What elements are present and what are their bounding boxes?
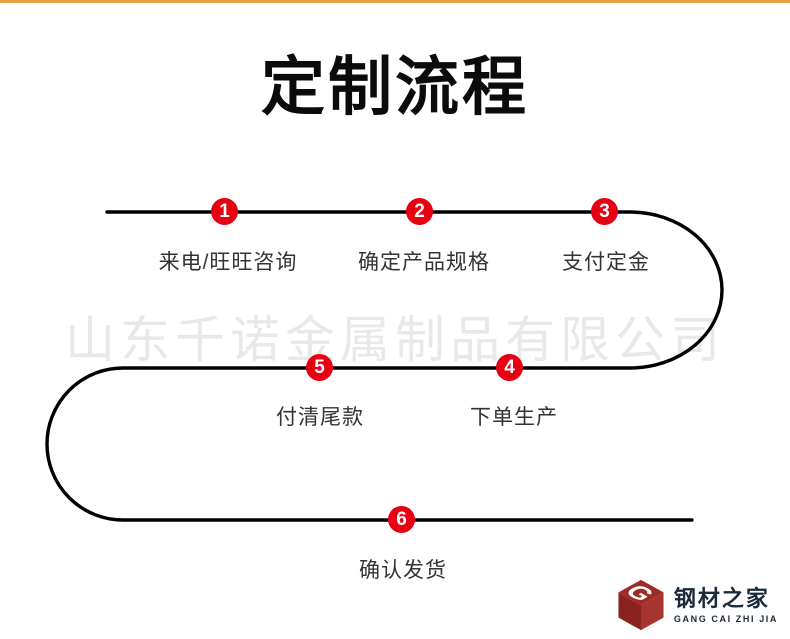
step-circle-5: 5 <box>306 354 333 381</box>
step-label-6: 确认发货 <box>359 559 447 582</box>
company-watermark: 山东千诺金属制品有限公司 <box>65 312 725 368</box>
logo-name-en: GANG CAI ZHI JIA <box>673 613 778 624</box>
step-label-5: 付清尾款 <box>276 406 364 429</box>
step-label-2: 确定产品规格 <box>358 251 490 274</box>
page-title: 定制流程 <box>261 51 529 123</box>
logo-name-cn: 钢材之家 <box>673 586 770 612</box>
step-label-1: 来电/旺旺咨询 <box>158 251 298 274</box>
step-circle-3: 3 <box>591 198 618 225</box>
step-circle-2: 2 <box>406 198 433 225</box>
step-label-3: 支付定金 <box>562 251 650 274</box>
step-circle-4: 4 <box>496 354 523 381</box>
brand-logo: G 钢材之家 GANG CAI ZHI JIA <box>615 577 778 633</box>
step-circle-6: 6 <box>388 506 415 533</box>
step-circle-1: 1 <box>211 198 238 225</box>
cube-g-icon: G <box>615 577 667 633</box>
step-label-4: 下单生产 <box>470 406 558 429</box>
top-accent-bar <box>0 0 790 3</box>
